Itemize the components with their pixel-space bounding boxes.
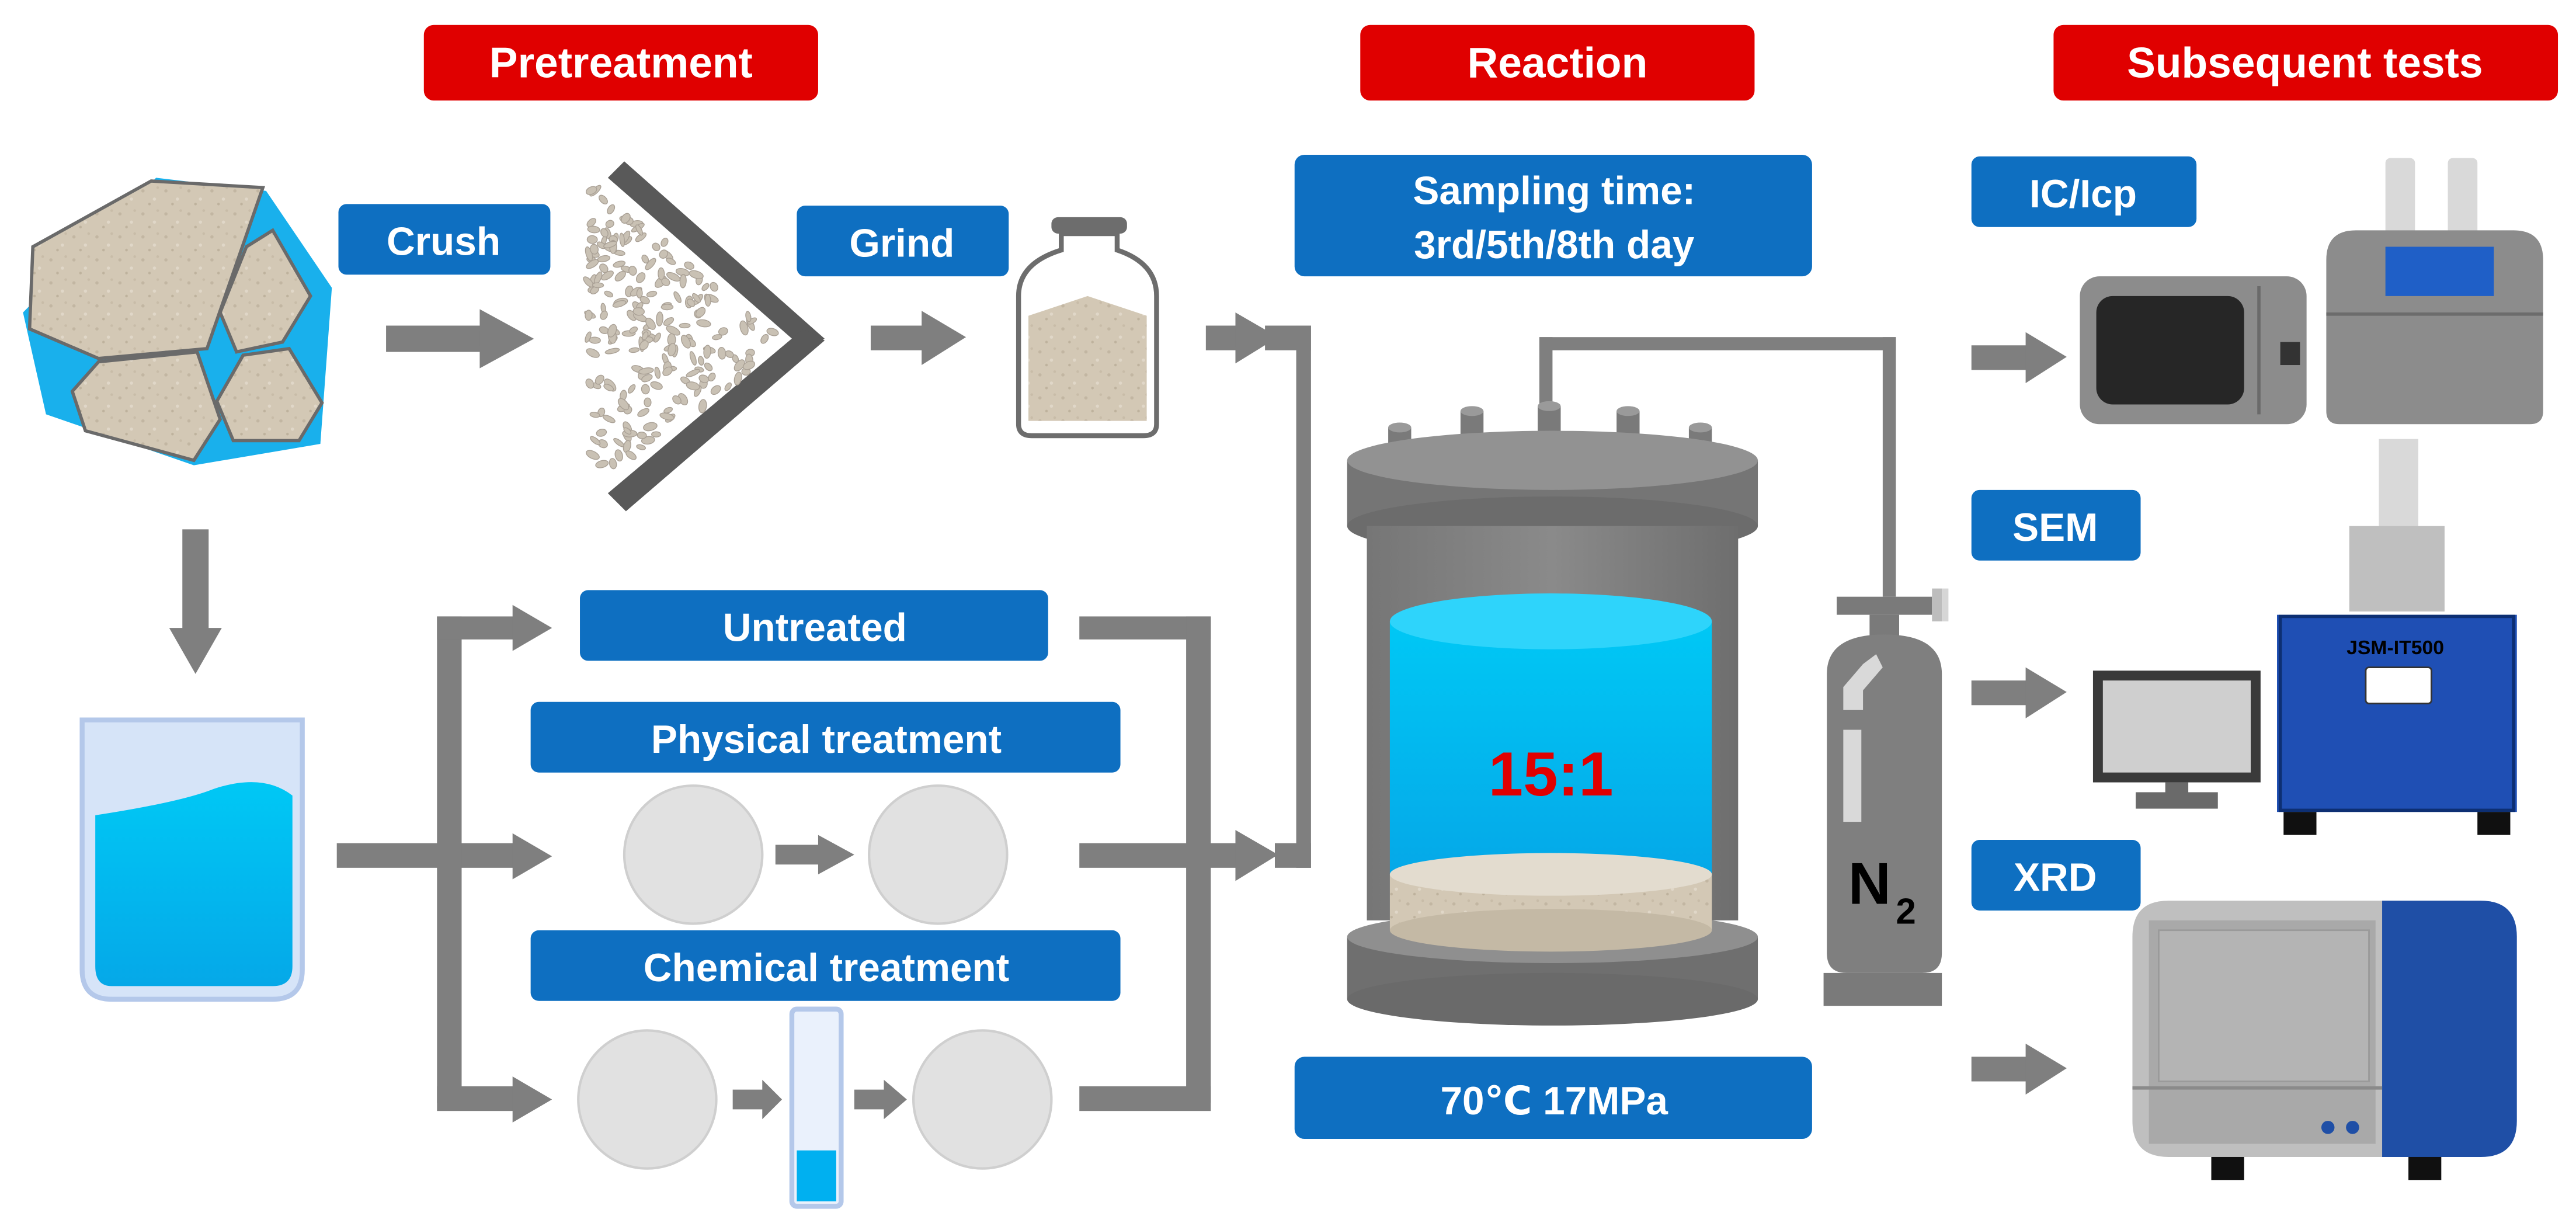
untreated-label-text: Untreated <box>723 606 907 650</box>
header-subsequent-label: Subsequent tests <box>2127 40 2483 87</box>
sem-instrument-icon: JSM-IT500 <box>2277 439 2517 835</box>
test-tube-icon <box>789 1006 844 1209</box>
rock-sample-icon <box>23 178 332 465</box>
chemical-treatment-label: Chemical treatment <box>530 930 1121 1001</box>
header-pretreatment: Pretreatment <box>423 25 818 101</box>
grinder-icon <box>583 161 825 512</box>
branch-connector <box>336 604 552 1123</box>
conditions-label-text: 70℃ 17MPa <box>1441 1079 1668 1123</box>
xrd-label-text: XRD <box>2014 856 2097 899</box>
header-subsequent-tests: Subsequent tests <box>2053 25 2558 101</box>
ic-icp-label: IC/Icp <box>1971 156 2197 227</box>
untreated-label: Untreated <box>580 590 1048 661</box>
ratio-label: 15:1 <box>1489 739 1614 809</box>
xrd-label: XRD <box>1971 840 2141 911</box>
gas-subscript: 2 <box>1896 891 1916 932</box>
sem-label: SEM <box>1971 489 2141 561</box>
arrow-right-icon <box>1971 667 2067 718</box>
arrow-right-icon <box>1971 332 2067 383</box>
crush-label: Crush <box>338 204 551 275</box>
crush-label-text: Crush <box>387 220 500 264</box>
physical-treatment-label-text: Physical treatment <box>651 718 1002 762</box>
sample-jar-icon <box>1016 217 1159 439</box>
chemical-treatment-flow <box>577 1006 1053 1209</box>
header-pretreatment-label: Pretreatment <box>489 40 753 87</box>
chemical-treatment-label-text: Chemical treatment <box>644 946 1009 990</box>
physical-treatment-flow <box>623 784 1009 925</box>
beaker-icon <box>79 717 305 1002</box>
sem-model-label: JSM-IT500 <box>2346 637 2444 659</box>
monitor-icon <box>2092 670 2261 809</box>
nitrogen-cylinder-icon: N 2 <box>1823 588 1949 1006</box>
header-reaction-label: Reaction <box>1467 40 1647 87</box>
arrow-right-icon <box>386 309 534 369</box>
header-reaction: Reaction <box>1360 25 1755 101</box>
sem-label-text: SEM <box>2012 506 2098 550</box>
conditions-label: 70℃ 17MPa <box>1294 1057 1812 1139</box>
grind-label: Grind <box>797 206 1009 277</box>
arrow-right-icon <box>1971 1043 2067 1095</box>
xrd-instrument-icon <box>2132 901 2517 1180</box>
sampling-time-label: Sampling time: 3rd/5th/8th day <box>1294 154 1812 277</box>
physical-treatment-label: Physical treatment <box>530 701 1121 773</box>
arrow-down-icon <box>169 529 222 674</box>
ic-icp-label-text: IC/Icp <box>2029 172 2137 216</box>
sampling-time-line2: 3rd/5th/8th day <box>1414 223 1695 267</box>
sampling-time-line1: Sampling time: <box>1413 169 1695 213</box>
merge-connector <box>1079 312 1311 1111</box>
gas-pipe <box>1539 337 1896 597</box>
icp-instrument-icon <box>2326 158 2543 425</box>
arrow-right-icon <box>870 311 967 366</box>
reactor-vessel-icon: 15:1 <box>1347 401 1758 1026</box>
grind-label-text: Grind <box>849 221 954 265</box>
gas-symbol: N <box>1848 851 1891 917</box>
ion-chromatograph-icon <box>2080 276 2307 425</box>
